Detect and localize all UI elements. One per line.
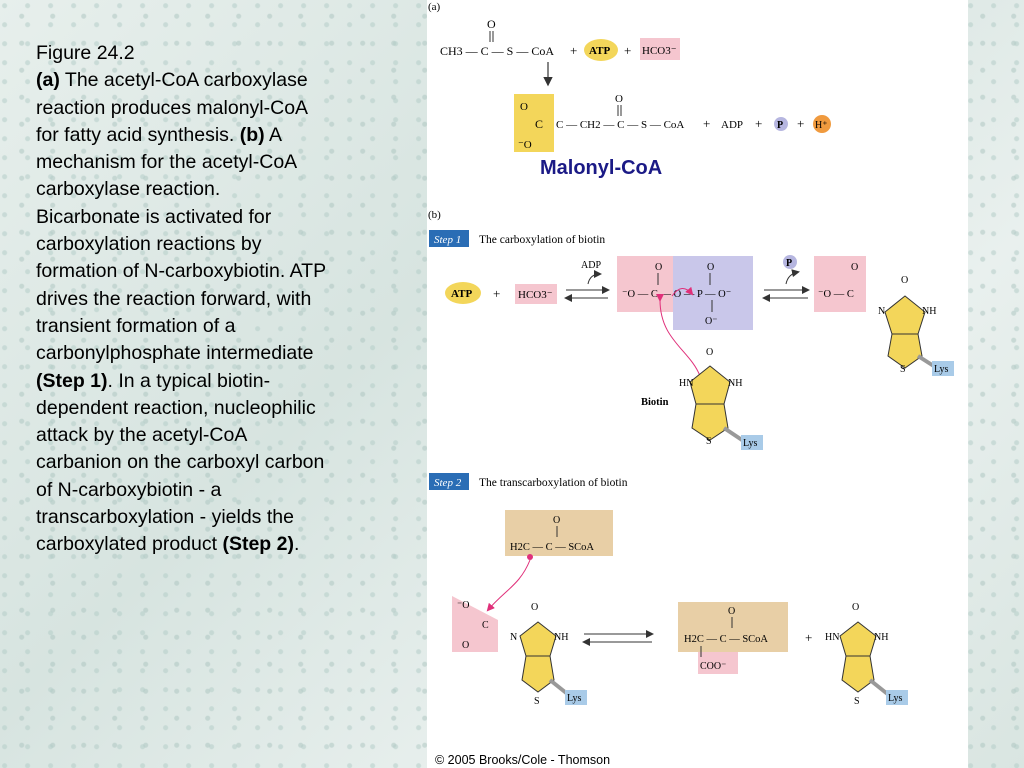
step1-tag	[429, 230, 469, 247]
svg-text:O: O	[615, 93, 623, 105]
svg-text:Lys: Lys	[743, 438, 758, 449]
carboxyl-highlight	[514, 94, 554, 152]
proton-label: H⁺	[815, 120, 828, 131]
svg-text:+: +	[703, 116, 710, 131]
svg-text:O: O	[852, 602, 859, 613]
svg-text:NH: NH	[874, 632, 888, 643]
svg-text:S: S	[706, 436, 712, 447]
adp-label: ADP	[721, 119, 743, 131]
step1-adp: ADP	[581, 260, 601, 271]
svg-text:NH: NH	[922, 306, 936, 317]
malonyl-chain: C — CH2 — C — S — CoA	[556, 119, 684, 131]
svg-text:N: N	[510, 632, 517, 643]
svg-text:Lys: Lys	[888, 693, 903, 704]
svg-text:O: O	[531, 602, 538, 613]
part-a-label: (a)	[428, 1, 441, 13]
svg-text:C: C	[482, 620, 489, 631]
svg-text:⁻O — C — O — P — O⁻: ⁻O — C — O — P — O⁻	[622, 289, 732, 300]
svg-text:Lys: Lys	[567, 693, 582, 704]
caption-b-text: A mechanism for the acetyl-CoA carboxyla…	[36, 123, 326, 365]
biotin-label: Biotin	[641, 397, 669, 408]
svg-text:⁻O — C: ⁻O — C	[818, 289, 854, 300]
svg-text:S: S	[854, 696, 860, 707]
atp-label: ATP	[589, 45, 610, 57]
step1-title: The carboxylation of biotin	[479, 234, 605, 246]
malonyl-coa-label: Malonyl-CoA	[540, 157, 662, 179]
svg-text:O: O	[707, 262, 714, 273]
step2-tag	[429, 473, 469, 490]
part-b-label: (b)	[428, 209, 441, 221]
svg-text:C: C	[535, 117, 543, 131]
svg-text:O⁻: O⁻	[705, 316, 718, 327]
phosphate-label: P	[777, 120, 783, 131]
svg-text:+: +	[570, 43, 577, 58]
step2-acetyl-formula: H2C — C — SCoA	[510, 542, 594, 553]
caption-a-label: (a)	[36, 69, 60, 92]
step1-hco3: HCO3⁻	[518, 289, 553, 301]
svg-text:S: S	[900, 364, 906, 375]
caption-step2: (Step 2)	[222, 533, 294, 556]
carbonyl-pink-box	[617, 256, 673, 312]
svg-text:⁻O: ⁻O	[457, 600, 470, 611]
svg-text:+: +	[755, 116, 762, 131]
svg-text:+: +	[797, 116, 804, 131]
svg-text:O: O	[728, 606, 735, 617]
figure-title: Figure 24.2	[36, 42, 135, 64]
lys-label: Lys	[934, 364, 949, 375]
caption-mid-text: . In a typical biotin-dependent reaction…	[36, 369, 325, 556]
caption-b-label: (b)	[239, 123, 265, 146]
svg-text:O: O	[901, 275, 908, 286]
svg-text:O: O	[487, 17, 496, 31]
svg-text:NH: NH	[728, 378, 742, 389]
malonyl-product-box	[678, 602, 788, 652]
caption-a-text: The acetyl-CoA carboxylase reaction prod…	[36, 69, 308, 146]
caption-step1: (Step 1)	[36, 369, 108, 392]
copyright-notice: © 2005 Brooks/Cole - Thomson	[435, 753, 610, 767]
caption-end: .	[293, 533, 300, 556]
step1-atp: ATP	[451, 288, 472, 300]
svg-text:S: S	[534, 696, 540, 707]
svg-text:+: +	[624, 43, 631, 58]
svg-text:+: +	[493, 286, 500, 301]
svg-text:O: O	[655, 262, 662, 273]
carboxylate-label: COO⁻	[700, 661, 726, 672]
svg-text:HN: HN	[679, 378, 693, 389]
svg-text:HN: HN	[825, 632, 839, 643]
svg-text:Step 2: Step 2	[434, 477, 462, 489]
svg-text:⁻O: ⁻O	[518, 139, 532, 151]
svg-text:O: O	[462, 640, 469, 651]
svg-text:Step 1: Step 1	[434, 234, 461, 246]
svg-text:O: O	[520, 101, 528, 113]
hco3-highlight	[640, 38, 680, 60]
step1-phosphate: P	[786, 258, 792, 269]
svg-text:O: O	[706, 347, 713, 358]
svg-text:N: N	[878, 306, 885, 317]
acetyl-coa-formula: CH3 — C — S — CoA	[440, 44, 554, 58]
hco3-label: HCO3⁻	[642, 45, 677, 57]
step2-title: The transcarboxylation of biotin	[479, 477, 628, 489]
step2-product-formula: H2C — C — SCoA	[684, 634, 768, 645]
atp-highlight	[584, 39, 618, 61]
figure-caption: Figure 24.2 (a) The acetyl-CoA carboxyla…	[36, 40, 326, 559]
svg-text:NH: NH	[554, 632, 568, 643]
svg-text:O: O	[851, 262, 858, 273]
svg-text:+: +	[805, 630, 812, 645]
acetyl-coa-box	[505, 510, 613, 556]
svg-text:O: O	[553, 515, 560, 526]
